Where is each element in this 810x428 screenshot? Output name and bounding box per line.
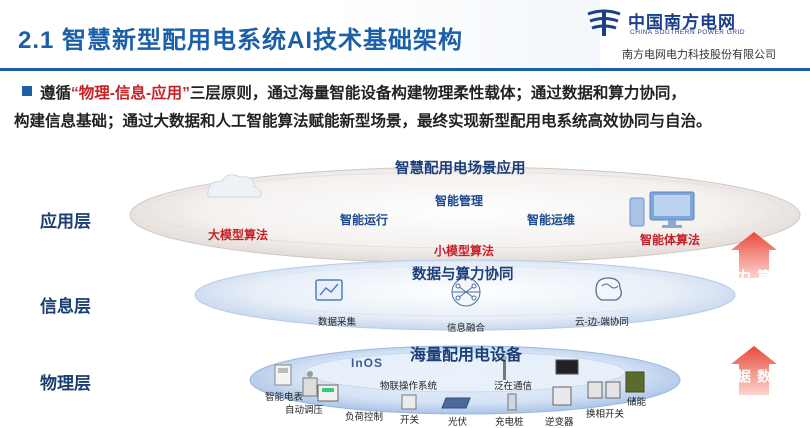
smart-meter-icon — [274, 364, 292, 386]
data-arrow — [731, 346, 777, 395]
algo-large-model: 大模型算法 — [208, 228, 269, 242]
device-switch: 开关 — [400, 415, 420, 426]
solar-icon — [441, 397, 471, 409]
intro-line2: 构建信息基础；通过大数据和人工智能算法赋能新型场景，最终实现新型配用电系统高效协… — [14, 113, 712, 130]
chip-icon — [555, 359, 579, 375]
title-bar — [0, 0, 600, 68]
device-inverter: 逆变器 — [545, 417, 574, 428]
algo-agent: 智能体算法 — [640, 233, 701, 247]
switch-icon — [401, 394, 417, 410]
information-layer-header: 数据与算力协同 — [412, 267, 514, 283]
logo-text: 中国南方电网 — [628, 13, 736, 32]
device-phase-switch: 换相开关 — [586, 409, 625, 420]
phase-switch-icon — [587, 381, 621, 399]
intro-part2: 三层原则，通过海量智能设备构建物理柔性载体；通过数据和算力协同， — [189, 85, 686, 102]
info-item-collaboration: 云-边-端协同 — [575, 317, 629, 328]
app-item-maintenance: 智能运维 — [527, 213, 576, 227]
architecture-diagram — [129, 166, 801, 415]
compute-arrow-label-box: 算力 — [734, 262, 774, 292]
logo-subtext: CHINA SOUTHERN POWER GRID — [630, 29, 746, 36]
compute-arrow-label: 算力 — [736, 269, 772, 285]
page-title: 2.1 智慧新型配用电系统AI技术基础架构 — [18, 27, 464, 54]
brain-network-icon — [451, 277, 481, 307]
data-collection-icon — [315, 279, 343, 301]
device-iot-os: 物联操作系统 — [380, 381, 438, 392]
physical-layer-header: 海量配用电设备 — [410, 347, 523, 364]
device-communication: 泛在通信 — [494, 381, 533, 392]
storage-icon — [625, 371, 645, 393]
bullet-icon — [22, 86, 32, 96]
info-item-fusion: 信息融合 — [447, 323, 486, 334]
app-item-management: 智能管理 — [435, 194, 484, 208]
load-control-icon — [317, 384, 339, 402]
algo-small-model: 小模型算法 — [434, 244, 495, 258]
inverter-icon — [552, 386, 572, 406]
title-divider — [0, 68, 810, 71]
app-item-operation: 智能运行 — [340, 213, 389, 227]
device-charger: 充电桩 — [495, 417, 524, 428]
device-smart-meter: 智能电表 — [265, 392, 304, 403]
company-name: 南方电网电力科技股份有限公司 — [622, 49, 776, 61]
intro-quote: “物理-信息-应用” — [71, 85, 190, 102]
compute-arrow — [731, 232, 777, 278]
csg-logo-icon — [587, 9, 621, 36]
data-arrow-label: 数据 — [736, 369, 772, 385]
data-arrow-label-box: 数据 — [734, 362, 774, 392]
information-layer-label: 信息层 — [40, 297, 91, 316]
charger-icon — [507, 393, 517, 411]
info-item-collection: 数据采集 — [318, 317, 357, 328]
device-storage: 储能 — [627, 397, 647, 408]
device-pv: 光伏 — [448, 417, 468, 428]
computer-icon — [629, 191, 695, 228]
device-load-control: 负荷控制 — [345, 412, 384, 423]
intro-part1: 遵循 — [40, 85, 72, 102]
physical-layer-label: 物理层 — [40, 374, 91, 393]
application-layer-label: 应用层 — [40, 212, 91, 231]
intro-paragraph: 遵循“物理-信息-应用”三层原则，通过海量智能设备构建物理柔性载体；通过数据和算… — [14, 80, 804, 136]
application-layer-header: 智慧配用电场景应用 — [395, 161, 526, 177]
device-auto-regulator: 自动调压 — [285, 405, 324, 416]
inos-logo: InOS — [351, 356, 384, 370]
antenna-icon — [501, 355, 507, 380]
brain-icon — [595, 277, 622, 301]
regulator-icon — [302, 371, 318, 397]
